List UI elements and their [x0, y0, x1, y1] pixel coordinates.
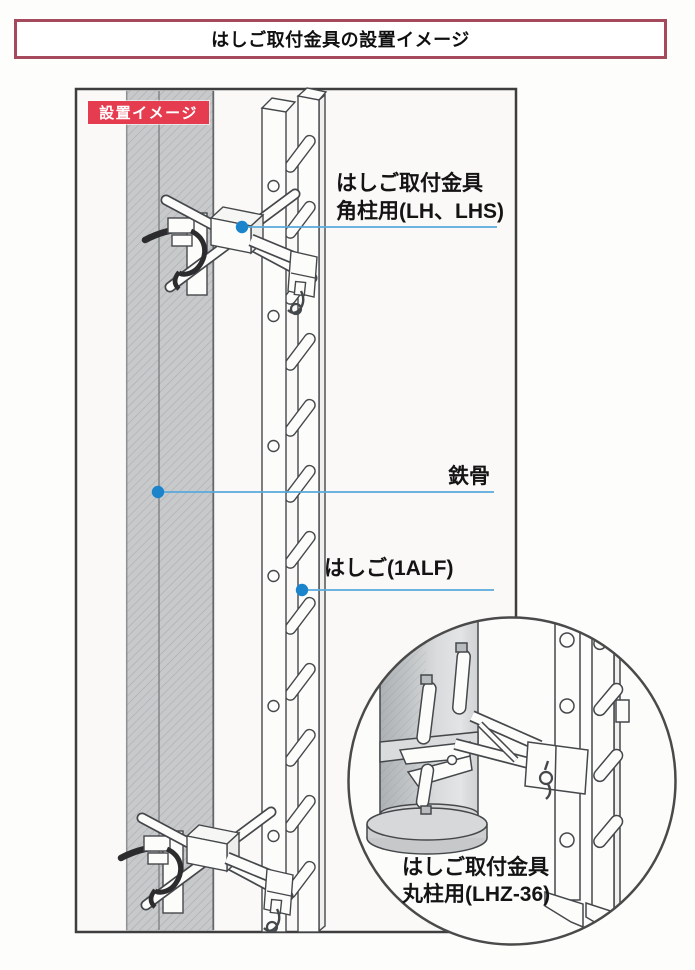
label-steel-frame: 鉄骨	[448, 465, 490, 488]
label-ladder: はしご(1ALF)	[324, 557, 454, 580]
label-bracket-round-line2: 丸柱用(LHZ-36)	[402, 883, 551, 906]
leader-dot-steel	[151, 485, 165, 499]
bracket-square-column-art	[141, 188, 318, 316]
label-bracket-square: はしご取付金具 角柱用(LH、LHS)	[336, 170, 504, 226]
inset-detail	[347, 616, 677, 946]
badge-setup-image: 設置イメージ	[88, 101, 209, 124]
clamp-bolts-art	[415, 642, 471, 815]
page-title: はしご取付金具の設置イメージ	[14, 19, 667, 59]
label-bracket-square-line1: はしご取付金具	[336, 172, 483, 195]
badge-text: 設置イメージ	[99, 105, 198, 122]
label-bracket-round-line1: はしご取付金具	[402, 856, 549, 879]
label-bracket-square-line2: 角柱用(LH、LHS)	[336, 200, 504, 223]
inset-circle-border	[347, 616, 677, 946]
leader-dot-ladder	[295, 583, 309, 597]
label-bracket-round: はしご取付金具 丸柱用(LHZ-36)	[402, 854, 550, 908]
leader-dot-bracket	[235, 220, 249, 234]
leader-lines	[151, 220, 497, 597]
page-title-text: はしご取付金具の設置イメージ	[211, 30, 470, 50]
